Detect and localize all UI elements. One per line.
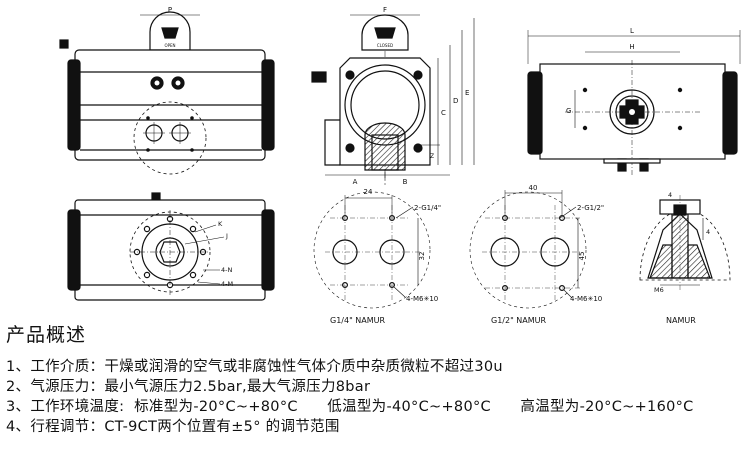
namur-g14-view: 24 32 2-G1/4" 4-M6✳10 G1/4" NAMUR bbox=[313, 188, 441, 325]
spec-item-temperature: 3、工作环境温度: 标准型为-20°C~+80°C 低温型为-40°C~+80°… bbox=[6, 399, 694, 415]
label-4m: 4-M bbox=[221, 280, 233, 288]
dim-h: H bbox=[629, 43, 634, 51]
g14-screw-label: 4-M6✳10 bbox=[406, 295, 438, 303]
shaft-screw-label: M6 bbox=[654, 286, 664, 294]
dim-40: 40 bbox=[529, 184, 538, 192]
dim-d: D bbox=[453, 97, 458, 105]
dim-b: B bbox=[403, 178, 408, 186]
label-j: J bbox=[225, 232, 228, 240]
dim-c: C bbox=[441, 109, 446, 117]
namur-g12-view: 40 45 2-G1/2" 4-M6✳10 G1/2" NAMUR bbox=[469, 184, 604, 325]
dim-e: E bbox=[465, 89, 469, 97]
dim-p: P bbox=[168, 6, 172, 14]
front-view: P OPEN bbox=[59, 6, 275, 175]
open-text: OPEN bbox=[164, 43, 175, 48]
namur-shaft-view: 4 4 M6 NAMUR bbox=[639, 191, 731, 325]
g12-caption: G1/2" NAMUR bbox=[491, 316, 547, 325]
spec-item-stroke: 4、行程调节：CT-9CT两个位置有±5° 的调节范围 bbox=[6, 419, 340, 435]
label-k: K bbox=[218, 220, 223, 228]
closed-text: CLOSED bbox=[377, 43, 393, 48]
g12-port-label: 2-G1/2" bbox=[577, 204, 604, 212]
dim-32: 32 bbox=[418, 252, 426, 261]
dim-g: G bbox=[566, 107, 571, 115]
shaft-dim-4a: 4 bbox=[668, 191, 672, 199]
label-4n: 4-N bbox=[221, 266, 232, 274]
dim-l: L bbox=[630, 27, 634, 35]
dim-45: 45 bbox=[578, 252, 586, 261]
product-overview: 产品概述 1、工作介质：干燥或润滑的空气或非腐蚀性气体介质中杂质微粒不超过30u… bbox=[6, 320, 746, 437]
side-view: F CLOSED A B C D E Z bbox=[311, 6, 475, 186]
spec-item-medium: 1、工作介质：干燥或润滑的空气或非腐蚀性气体介质中杂质微粒不超过30u bbox=[6, 359, 503, 375]
top-right-view: L H G bbox=[527, 27, 741, 175]
g12-screw-label: 4-M6✳10 bbox=[570, 295, 602, 303]
technical-drawings: P OPEN F CLOSED bbox=[59, 6, 741, 325]
bottom-view: K J 4-N 4-M bbox=[67, 192, 275, 301]
g14-port-label: 2-G1/4" bbox=[414, 204, 441, 212]
dim-f: F bbox=[383, 6, 387, 14]
dim-z: Z bbox=[430, 153, 434, 160]
shaft-dim-4b: 4 bbox=[706, 228, 710, 236]
dim-a: A bbox=[353, 178, 358, 186]
overview-title: 产品概述 bbox=[6, 324, 87, 346]
dim-24: 24 bbox=[364, 188, 373, 196]
spec-item-pressure: 2、气源压力：最小气源压力2.5bar,最大气源压力8bar bbox=[6, 379, 371, 395]
shaft-caption: NAMUR bbox=[666, 316, 696, 325]
g14-caption: G1/4" NAMUR bbox=[330, 316, 386, 325]
